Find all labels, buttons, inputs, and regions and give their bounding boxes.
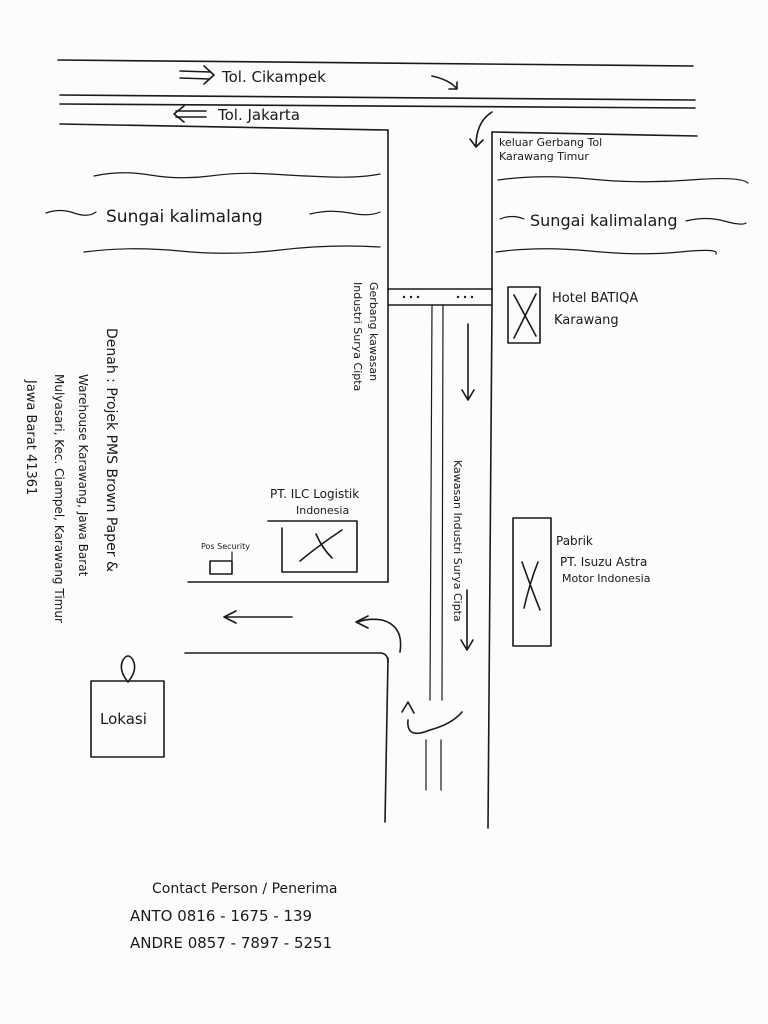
gate-label-line1: Gerbang kawasan	[367, 282, 380, 381]
location-box	[90, 680, 165, 758]
ilc-label-line2: Indonesia	[296, 504, 349, 517]
factory-label-line3: Motor Indonesia	[562, 572, 650, 585]
contact-person-1: ANTO 0816 - 1675 - 139	[130, 907, 312, 925]
security-post-label: Pos Security	[201, 542, 250, 551]
main-road	[384, 129, 493, 829]
exit-arrow-icon	[469, 111, 493, 148]
river	[45, 172, 749, 255]
toll-west-label: Tol. Jakarta	[217, 106, 300, 124]
estate-gate	[387, 288, 493, 306]
location-label: Lokasi	[100, 710, 147, 728]
factory-label-line1: Pabrik	[556, 534, 593, 548]
estate-inner-road	[425, 304, 444, 791]
gate-label-line2: Industri Surya Cipta	[351, 282, 364, 391]
u-turn-arrow-icon	[401, 701, 463, 735]
estate-road-label: Kawasan Industri Surya Cipta	[451, 460, 464, 622]
hotel-label-line1: Hotel BATIQA	[552, 291, 638, 306]
river-left-label: Sungai kalimalang	[106, 207, 263, 227]
southbound-arrow-icon-2	[460, 589, 474, 651]
exit-label-line1: keluar Gerbang Tol	[499, 136, 602, 149]
turn-arrow-icon	[355, 615, 402, 653]
denah-line1: Denah : Projek PMS Brown Paper &	[103, 328, 119, 572]
contact-person-2: ANDRE 0857 - 7897 - 5251	[130, 934, 332, 952]
hotel-building	[507, 286, 541, 344]
denah-line4: Jawa Barat 41361	[23, 379, 38, 495]
arrow-east-icon	[179, 65, 215, 85]
hotel-label-line2: Karawang	[554, 313, 619, 328]
security-post-box	[209, 560, 233, 575]
westbound-arrow-icon	[223, 610, 293, 624]
svg-text:Kawasan Industri Surya Cipta: Kawasan Industri Surya Cipta	[451, 460, 464, 622]
factory-building	[512, 517, 552, 647]
curve-arrow-icon	[431, 75, 458, 90]
denah-notes: Denah : Projek PMS Brown Paper & Warehou…	[23, 328, 119, 623]
ilc-label-line1: PT. ILC Logistik	[270, 487, 359, 501]
southbound-arrow-icon	[461, 323, 475, 401]
toll-road	[57, 59, 698, 137]
exit-label-line2: Karawang Timur	[499, 150, 589, 163]
arrow-west-icon	[173, 105, 207, 123]
gate-label: Gerbang kawasan Industri Surya Cipta	[351, 282, 380, 391]
contact-title: Contact Person / Penerima	[152, 881, 338, 897]
location-pin-icon	[120, 655, 136, 683]
ilc-building	[267, 520, 358, 573]
denah-line3: Mulyasari, Kec. Ciampel, Karawang Timur	[52, 374, 66, 623]
factory-label-line2: PT. Isuzu Astra	[560, 555, 647, 569]
denah-line2: Warehouse Karawang, Jawa Barat	[76, 374, 90, 577]
river-right-label: Sungai kalimalang	[530, 211, 678, 230]
side-road	[184, 652, 389, 663]
toll-east-label: Tol. Cikampek	[221, 68, 326, 86]
